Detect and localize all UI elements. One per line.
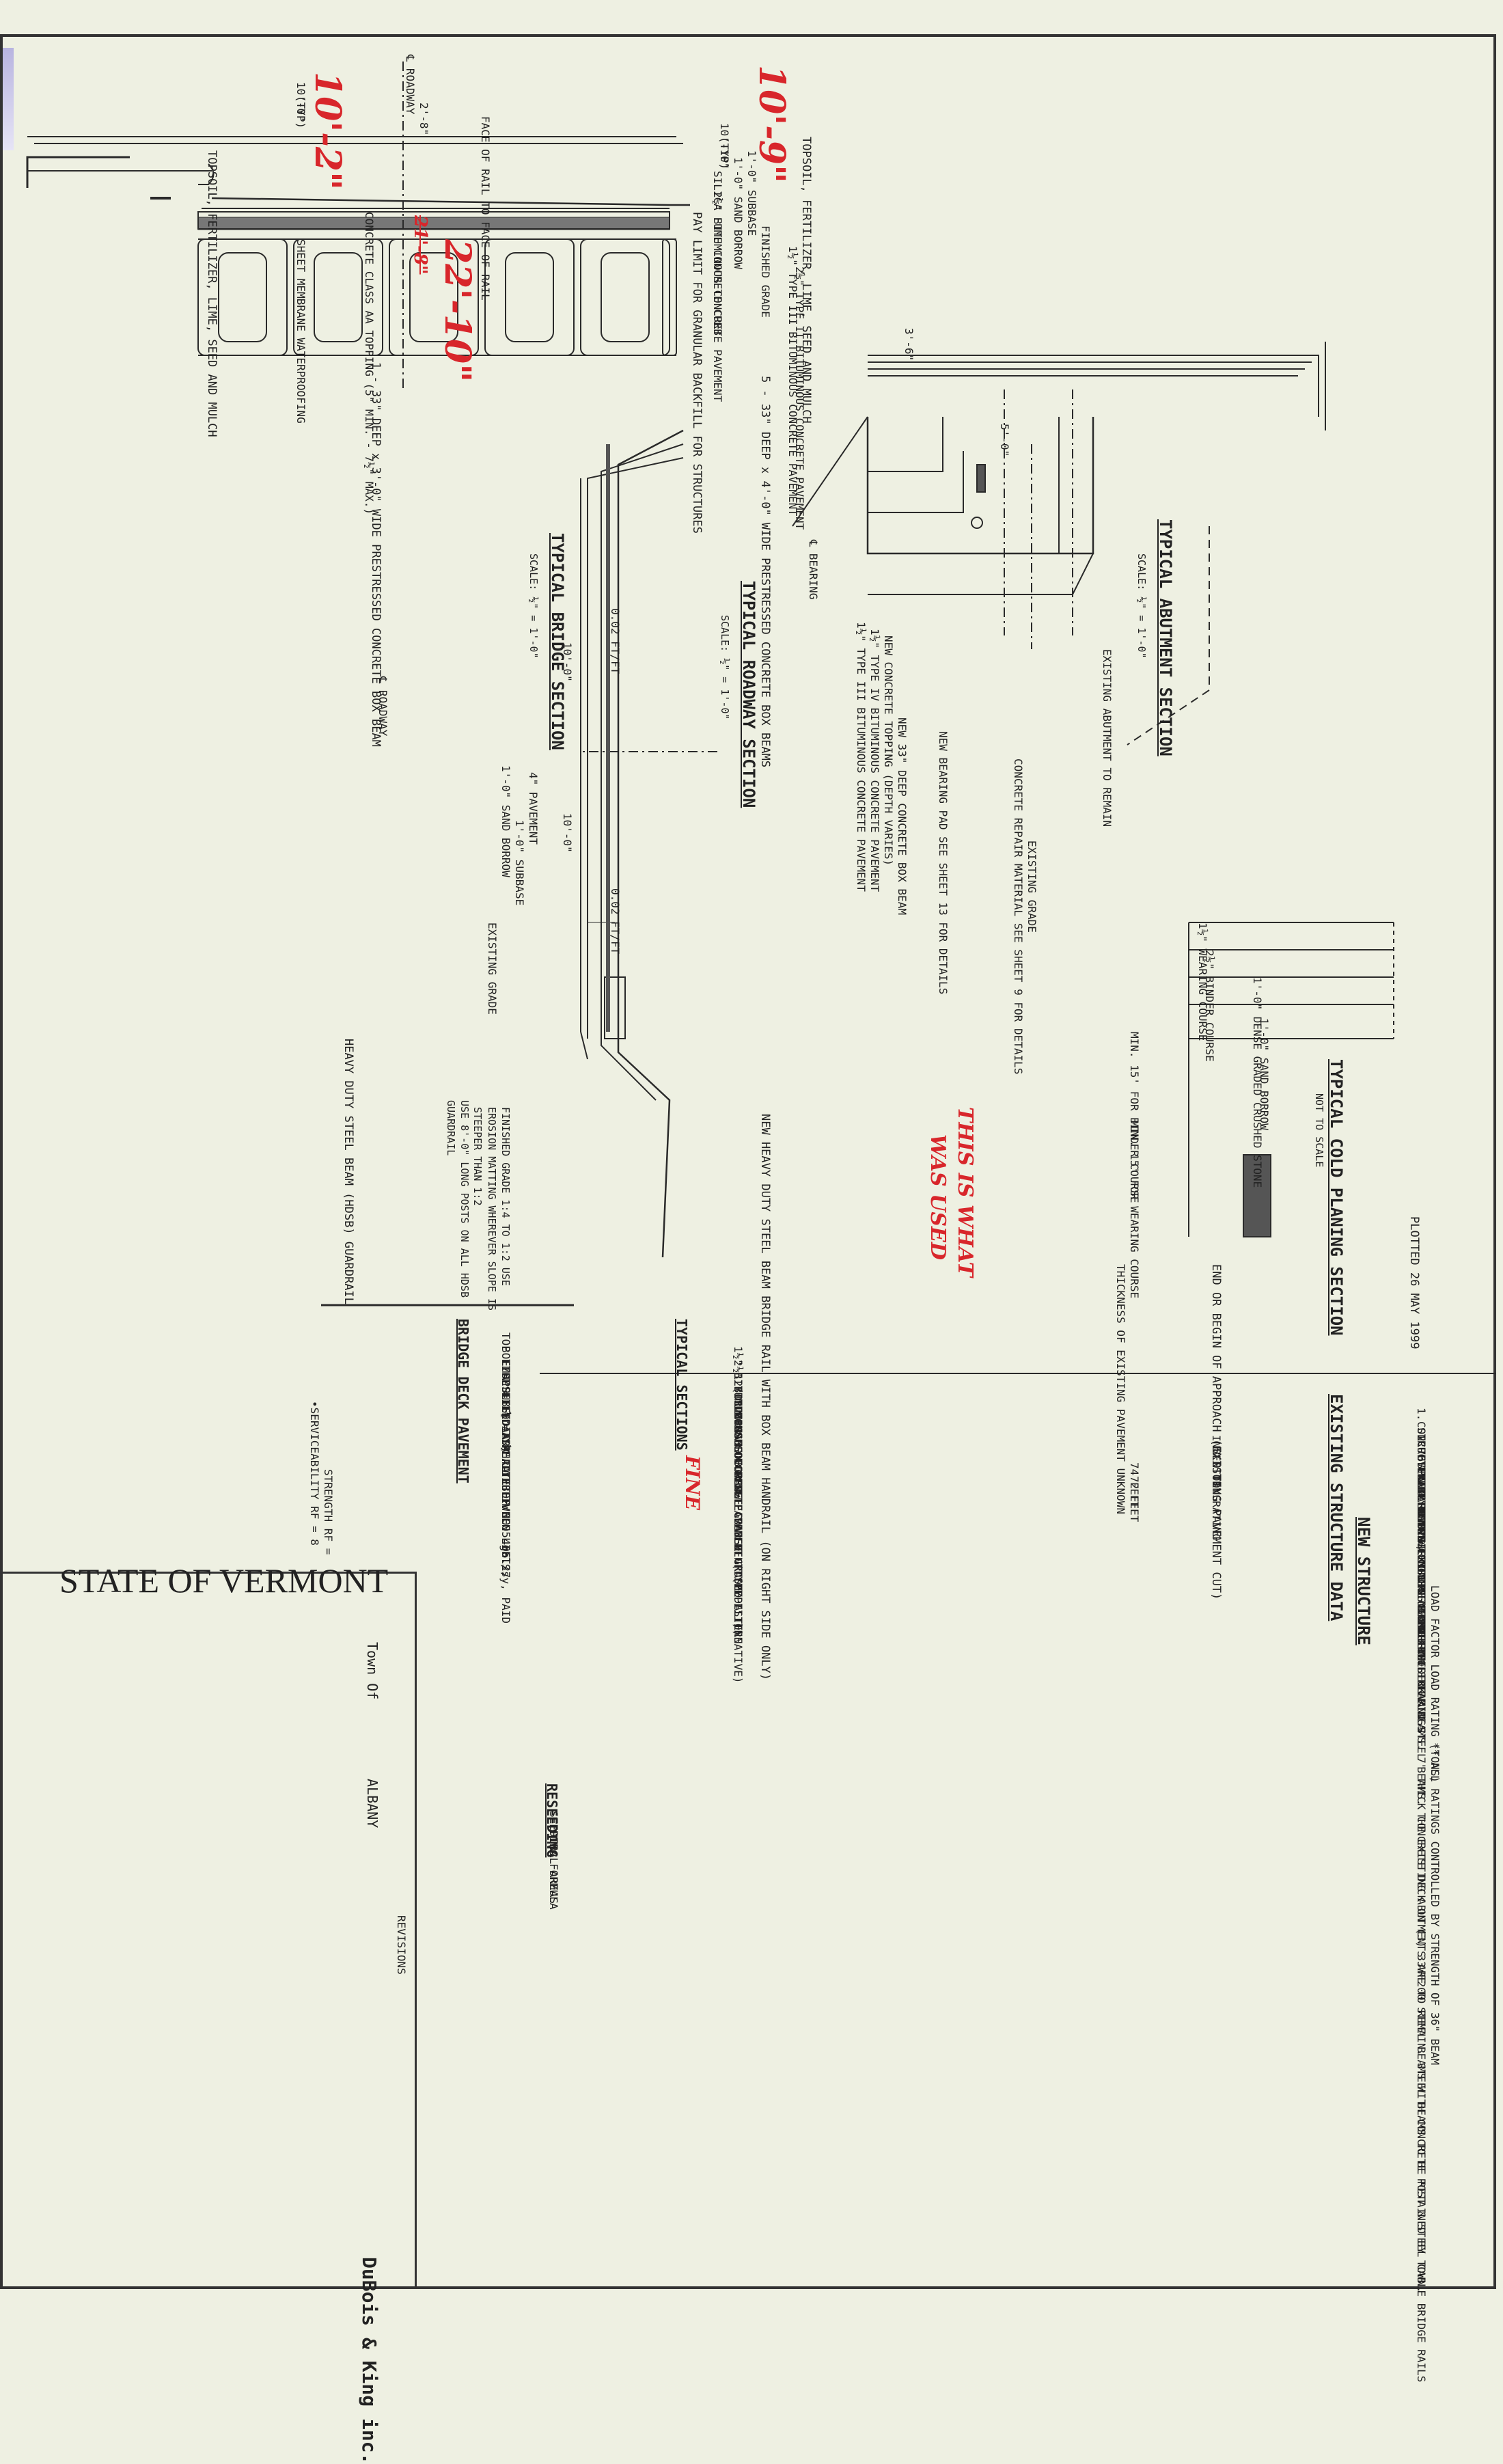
bd-strength: STRENGTH RF = bbox=[322, 1469, 335, 1555]
roadway-subbase: 1'-0" SUBBASE bbox=[513, 820, 526, 906]
bridge-roadway-cl: ℄ ROADWAY bbox=[404, 55, 417, 115]
scan-edge-mark bbox=[0, 48, 14, 150]
handwritten-strike-width: 21'-8" bbox=[410, 215, 430, 275]
abutment-existing-grade: EXISTING GRADE bbox=[1025, 840, 1038, 933]
roadway-section-title: TYPICAL ROADWAY SECTION bbox=[739, 581, 758, 808]
revisions-title: REVISIONS bbox=[395, 1915, 408, 1975]
ts-line5: 12" SAND BORROW bbox=[732, 1401, 745, 1500]
cp-title: TYPICAL COLD PLANING SECTION bbox=[1327, 1059, 1346, 1336]
roadway-existing-grade: EXISTING GRADE bbox=[486, 922, 499, 1015]
ex-v2b: 8.0 TONS bbox=[1210, 1449, 1223, 1502]
abutment-finished-grade: FINISHED GRADE bbox=[759, 225, 772, 318]
roadway-pavement: 4" PAVEMENT bbox=[527, 772, 540, 845]
load-rating-note: ** ALL RATINGS CONTROLLED BY STRENGTH OF… bbox=[1429, 1742, 1442, 2066]
abutment-sand: 1'-0" SAND BORROW bbox=[732, 157, 745, 269]
roadway-topsoil: TOPSOIL, FERTILIZER, LIME, SEED AND MULC… bbox=[205, 150, 219, 437]
bridge-curb-note: SILICA FUME CONCRETE CURB bbox=[711, 171, 724, 336]
abutment-r1: 1½" TYPE III BITUMINOUS CONCRETE PAVEMEN… bbox=[855, 622, 868, 892]
bridge-beam-right: 5 - 33" DEEP x 4'-0" WIDE PRESTRESSED CO… bbox=[758, 376, 772, 768]
bridge-rail-note: NEW HEAVY DUTY STEEL BEAM BRIDGE RAIL WI… bbox=[758, 1114, 772, 1681]
abutment-existing: EXISTING ABUTMENT TO REMAIN bbox=[1101, 649, 1114, 827]
abutment-subbase: 1'-0" SUBBASE bbox=[745, 150, 758, 236]
firm-logo: DuBois & King inc. bbox=[358, 2257, 381, 2464]
ex-v3b: 72 FEET bbox=[1128, 1476, 1141, 1522]
cp-scale: NOT TO SCALE bbox=[1313, 1093, 1325, 1168]
reseeding-subtitle2: RURAL AREAS bbox=[547, 1831, 560, 1904]
bridge-section-scale: SCALE: ½" = 1'-0" bbox=[527, 553, 540, 659]
handwritten-left-width: 10'-2" bbox=[307, 72, 348, 191]
bd-line5: SUBSIDIARY TO ITEM NO. 406.27 bbox=[499, 1387, 512, 1578]
bridge-deck-title: BRIDGE DECK PAVEMENT bbox=[455, 1319, 471, 1483]
title-town: ALBANY bbox=[364, 1779, 381, 1829]
title-town-label: Town Of bbox=[364, 1642, 381, 1700]
agency-line1: STATE OF VERMONT bbox=[59, 1561, 389, 1600]
bd-serviceability: •SERVICEABILITY RF = 8 bbox=[308, 1401, 321, 1546]
existing-data-title: EXISTING STRUCTURE DATA bbox=[1327, 1394, 1346, 1621]
abutment-pad: NEW BEARING PAD SEE SHEET 13 FOR DETAILS bbox=[937, 731, 950, 995]
bridge-membrane-note: SHEET MEMBRANE WATERPROOFING bbox=[294, 239, 307, 424]
handnote-fine: FINE bbox=[681, 1455, 704, 1510]
cp-binder: 2½" BINDER COURSE bbox=[1203, 950, 1216, 1062]
abutment-type2: 2½" TYPE II BITUMINOUS CONCRETE PAVEMENT bbox=[793, 266, 806, 530]
roadway-posts: USE 8'-0" LONG POSTS ON ALL HDSB GUARDRA… bbox=[444, 1100, 471, 1298]
ns-geom: STRUCTURE GEOMETRY: bbox=[1415, 1537, 1428, 1663]
handnote-line1: THIS IS WHAT bbox=[953, 1107, 977, 1277]
rotated-drawing: ℄ ROADWAY 2'-8" FACE OF RAIL TO FACE OF … bbox=[0, 34, 1496, 2464]
roadway-left-width: 10'-0" bbox=[561, 642, 574, 682]
bridge-typ-right: (TYP) bbox=[718, 137, 731, 170]
roadway-guardrail: HEAVY DUTY STEEL BEAM (HDSB) GUARDRAIL bbox=[342, 1039, 355, 1304]
abutment-dim1: 3'-6" bbox=[902, 328, 915, 361]
cp-thickness: THICKNESS OF EXISTING PAVEMENT UNKNOWN bbox=[1114, 1264, 1127, 1515]
roadway-erosion: FINISHED GRADE 1:4 TO 1:2 USE EROSION MA… bbox=[471, 1107, 512, 1311]
abutment-dim2: 5'-0" bbox=[998, 424, 1011, 457]
new-structure-title: NEW STRUCTURE bbox=[1354, 1517, 1373, 1645]
typical-sections-title: TYPICAL SECTIONS bbox=[674, 1319, 690, 1451]
cp-end: END OR BEGIN OF APPROACH (EXISTING PAVEM… bbox=[1209, 1264, 1223, 1600]
roadway-section-scale: SCALE: ½" = 1'-0" bbox=[719, 615, 731, 720]
abutment-r4: NEW 33" DEEP CONCRETE BOX BEAM bbox=[896, 717, 909, 915]
roadway-right-width: 10'-0" bbox=[561, 813, 574, 853]
abutment-r3: NEW CONCRETE TOPPING (DEPTH VARIES) bbox=[882, 635, 895, 866]
roadway-cl: ℄ ROADWAY bbox=[376, 676, 389, 737]
bridge-dim-top: 2'-8" bbox=[417, 102, 430, 136]
cp-sand: 1'-0" SAND BORROW bbox=[1258, 1018, 1271, 1130]
title-block: STATE OF VERMONT DuBois & King inc. REVI… bbox=[0, 1561, 417, 2464]
cp-min-wearing: MIN. 15' FOR WEARING COURSE bbox=[1128, 1121, 1141, 1299]
bridge-section-title: TYPICAL BRIDGE SECTION bbox=[548, 533, 567, 750]
drawing-sheet: ℄ ROADWAY 2'-8" FACE OF RAIL TO FACE OF … bbox=[0, 34, 1496, 2464]
abutment-section-title: TYPICAL ABUTMENT SECTION bbox=[1156, 519, 1175, 756]
roadway-sand: 1'-0" SAND BORROW bbox=[499, 765, 512, 877]
handwritten-overall-width: 22'-10" bbox=[437, 239, 478, 383]
abutment-bearing: ℄ BEARING bbox=[807, 540, 820, 600]
abutment-paylimit: PAY LIMIT FOR GRANULAR BACKFILL FOR STRU… bbox=[690, 212, 704, 534]
drawing-linework bbox=[26, 61, 1496, 1374]
roadway-slope-right: 0.02 FT/FT bbox=[609, 888, 622, 955]
abutment-r2: 1½" TYPE IV BITUMINOUS CONCRETE PAVEMENT bbox=[868, 629, 881, 892]
handnote-line2: WAS USED bbox=[926, 1134, 950, 1260]
roadway-slope-left: 0.02 FT/FT bbox=[609, 608, 622, 674]
bridge-face-rail: FACE OF RAIL TO FACE OF RAIL bbox=[479, 116, 492, 301]
abutment-section-scale: SCALE: ½" = 1'-0" bbox=[1135, 553, 1148, 659]
abutment-repair: CONCRETE REPAIR MATERIAL SEE SHEET 9 FOR… bbox=[1012, 758, 1025, 1075]
plotted-date: PLOTTED 26 MAY 1999 bbox=[1407, 1216, 1421, 1350]
